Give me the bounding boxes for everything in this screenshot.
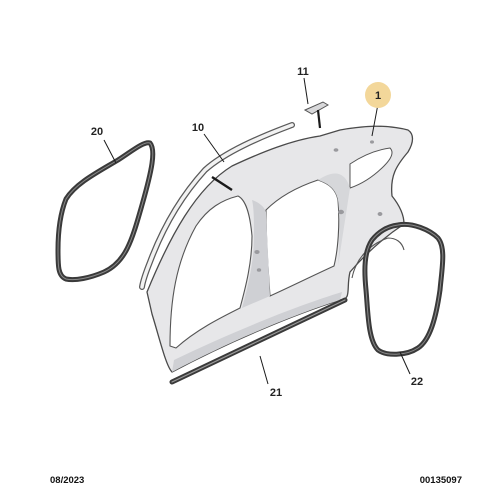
leader-line-10 — [203, 133, 225, 163]
callout-highlight-circle — [365, 82, 391, 108]
callout-22: 22 — [411, 376, 423, 388]
callout-1: 1 — [375, 90, 381, 102]
front-door-seal — [55, 140, 156, 283]
rear-door-seal — [362, 221, 446, 357]
roof-rail-trim — [139, 122, 295, 290]
sill-trim-strip — [169, 297, 348, 385]
trim-clip — [303, 101, 329, 129]
leader-line-11 — [303, 77, 309, 105]
leader-line-21 — [259, 355, 269, 385]
callout-20: 20 — [91, 126, 103, 138]
leader-line-20 — [103, 139, 117, 164]
callout-21: 21 — [270, 387, 282, 399]
footer-reference: 00135097 — [419, 475, 462, 486]
leader-line-1 — [371, 103, 379, 137]
leader-line-22 — [399, 351, 411, 375]
footer-date: 08/2023 — [50, 475, 85, 486]
callout-11: 11 — [297, 66, 309, 78]
body-side-panel — [146, 125, 414, 373]
callout-10: 10 — [192, 122, 204, 134]
